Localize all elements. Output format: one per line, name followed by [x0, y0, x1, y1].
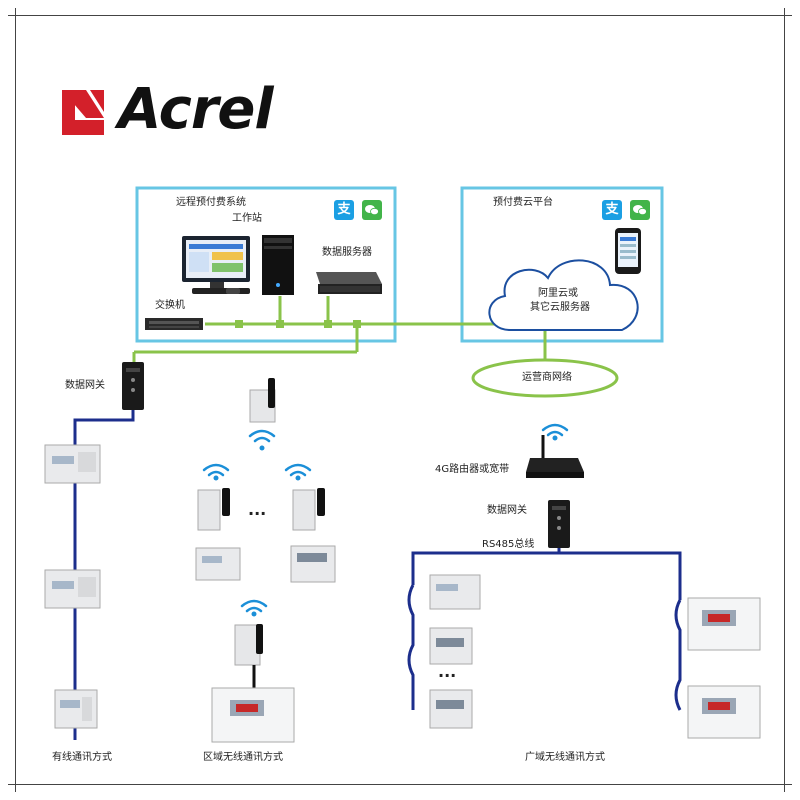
brand-name: Acrel — [118, 77, 274, 142]
wired-meter-1 — [44, 444, 101, 484]
cloud-label-2: 其它云服务器 — [530, 302, 590, 313]
cloud-platform-title: 预付费云平台 — [493, 197, 553, 208]
carrier-network-ellipse — [471, 358, 619, 398]
frame-line-left — [15, 8, 16, 792]
wifi-dots — [213, 435, 558, 617]
data-gateway-right — [548, 500, 570, 548]
wireless-collector — [249, 378, 276, 423]
system-box-frame — [135, 186, 397, 343]
regional-meter-2 — [290, 545, 336, 583]
lan-nodes — [235, 320, 361, 328]
ellipsis-regional: ··· — [248, 504, 267, 523]
router-label: 4G路由器或宽带 — [435, 464, 510, 475]
network-switch — [145, 318, 203, 330]
workstation-tower — [262, 235, 294, 295]
data-server — [316, 272, 382, 294]
rs485-meter-box-2 — [687, 685, 761, 739]
gateway-left-label: 数据网关 — [65, 380, 105, 391]
frame-line-top — [8, 15, 792, 16]
rs485-label: RS485总线 — [482, 539, 535, 550]
acrel-logo-icon — [62, 90, 104, 135]
mobile-phone — [615, 228, 641, 274]
mode-wide-label: 广域无线通讯方式 — [525, 752, 605, 763]
alipay-icon-cloud: 支 — [602, 200, 622, 220]
lan-connection — [132, 296, 547, 362]
rs485-meter-1 — [429, 574, 481, 610]
system-title: 远程预付费系统 — [176, 197, 246, 208]
wireless-module-3 — [234, 624, 263, 666]
wired-meter-2 — [44, 569, 101, 609]
frame-line-right — [784, 8, 785, 792]
wechat-icon-cloud — [630, 200, 650, 220]
wireless-module-1 — [197, 488, 230, 531]
switch-label: 交换机 — [155, 300, 185, 311]
rs485-meter-2 — [429, 627, 473, 665]
regional-meter-box — [211, 665, 295, 743]
mode-wired-label: 有线通讯方式 — [52, 752, 112, 763]
cloud-box-frame — [460, 186, 664, 343]
workstation-monitor — [182, 236, 250, 294]
ellipsis-rs485: ··· — [438, 666, 457, 685]
rs485-meter-box-1 — [687, 597, 761, 651]
wired-meter-3 — [54, 689, 98, 729]
data-server-label: 数据服务器 — [322, 247, 372, 258]
frame-line-bottom — [8, 784, 792, 785]
mode-regional-label: 区域无线通讯方式 — [203, 752, 283, 763]
rs485-meter-3 — [429, 689, 473, 729]
cloud-shape — [488, 259, 639, 331]
wechat-icon — [362, 200, 382, 220]
alipay-icon: 支 — [334, 200, 354, 220]
regional-meter-1 — [195, 547, 241, 581]
4g-router — [526, 435, 584, 478]
wifi-icon — [202, 423, 569, 613]
cloud-label-1: 阿里云或 — [538, 288, 578, 299]
wireless-module-2 — [292, 488, 325, 531]
carrier-network-label: 运营商网络 — [522, 372, 572, 383]
data-gateway-left — [122, 362, 144, 410]
rs485-bus — [407, 548, 682, 711]
gateway-right-label: 数据网关 — [487, 505, 527, 516]
workstation-label: 工作站 — [232, 213, 262, 224]
